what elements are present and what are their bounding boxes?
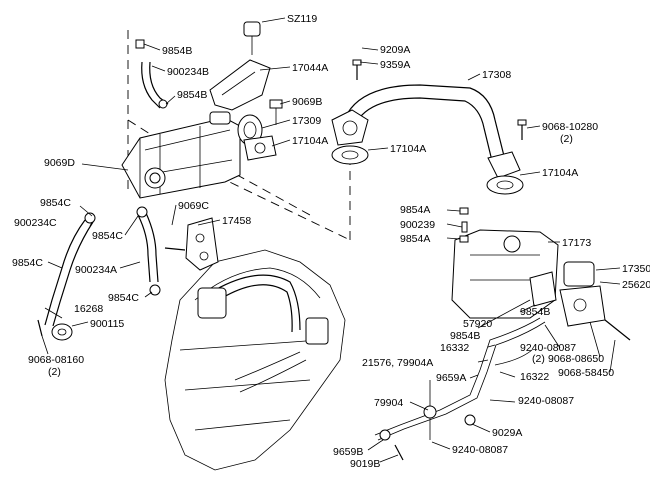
label-17308: 17308 [482, 69, 511, 81]
label-9068-10280-qty: (2) [560, 133, 573, 145]
label-900239: 900239 [400, 219, 435, 231]
gasket-mid [331, 145, 369, 165]
egr-bracket [164, 217, 219, 271]
label-57920: 57920 [463, 318, 492, 330]
leader-lines [41, 17, 621, 463]
label-9854c-d: 9854C [108, 292, 139, 304]
label-16322: 16322 [520, 371, 549, 383]
label-9069b: 9069B [292, 96, 322, 108]
gasket-left [243, 135, 277, 161]
egr-pipe [331, 84, 521, 179]
label-900234b: 900234B [167, 66, 209, 78]
heat-shield [209, 21, 271, 111]
label-17104a-right: 17104A [542, 167, 578, 179]
label-9068-08650: 9068-08650 [548, 353, 604, 365]
label-17104a-left: 17104A [292, 135, 328, 147]
label-16332: 16332 [440, 342, 469, 354]
label-9854c-b: 9854C [92, 230, 123, 242]
label-9240-08087-b: 9240-08087 [518, 395, 574, 407]
label-900115: 900115 [90, 318, 124, 330]
label-9069d: 9069D [44, 157, 75, 169]
vacuum-fittings [459, 207, 469, 243]
part-labels: SZ119 9854B 900234B 17044A 9854B 9069B 1… [12, 13, 650, 470]
label-21576-79904a: 21576, 79904A [362, 357, 433, 369]
label-25620: 25620 [622, 279, 650, 291]
label-sz119: SZ119 [287, 13, 317, 25]
label-9019b: 9019B [350, 458, 380, 470]
label-9854b-mid: 9854B [177, 89, 207, 101]
gasket-right [486, 175, 524, 195]
label-17173: 17173 [562, 237, 591, 249]
water-hoses-lower [37, 206, 161, 341]
egr-valve [559, 261, 631, 341]
label-9209a: 9209A [380, 44, 410, 56]
label-79904: 79904 [374, 397, 403, 409]
label-9068-08160-qty: (2) [48, 366, 61, 378]
cooler-bracket [269, 99, 283, 125]
label-9854b-right: 9854B [520, 306, 550, 318]
label-9854b-right2: 9854B [450, 330, 480, 342]
engine-block [164, 249, 346, 471]
label-17458: 17458 [222, 215, 251, 227]
label-9854c-c: 9854C [12, 257, 43, 269]
label-9068-10280: 9068-10280 [542, 121, 598, 133]
label-9854a-bot: 9854A [400, 233, 430, 245]
label-9068-08160: 9068-08160 [28, 354, 84, 366]
vacuum-lines [374, 317, 546, 461]
label-9240-08087-a: 9240-08087 [520, 342, 576, 354]
intake-manifold [451, 229, 559, 319]
label-17044a: 17044A [292, 62, 328, 74]
label-9854c-a: 9854C [40, 197, 71, 209]
egr-cooler [121, 111, 263, 199]
label-9854b-top: 9854B [162, 45, 192, 57]
label-9029a: 9029A [492, 427, 522, 439]
water-hoses-upper [135, 39, 169, 109]
label-17309: 17309 [292, 115, 321, 127]
egr-valve-gasket [529, 271, 557, 307]
label-9068-58450: 9068-58450 [558, 367, 614, 379]
label-17104a-mid: 17104A [390, 143, 426, 155]
label-17350: 17350 [622, 263, 650, 275]
label-9659a: 9659A [436, 372, 466, 384]
label-900234c: 900234C [14, 217, 57, 229]
label-9659b: 9659B [333, 446, 363, 458]
label-9854a-top: 9854A [400, 204, 430, 216]
label-9240-08087-c: 9240-08087 [452, 444, 508, 456]
label-16268: 16268 [74, 303, 103, 315]
label-9359a: 9359A [380, 59, 410, 71]
label-9069c: 9069C [178, 200, 209, 212]
label-9240-08087-a-qty: (2) [532, 353, 545, 365]
label-900234a: 900234A [75, 264, 117, 276]
